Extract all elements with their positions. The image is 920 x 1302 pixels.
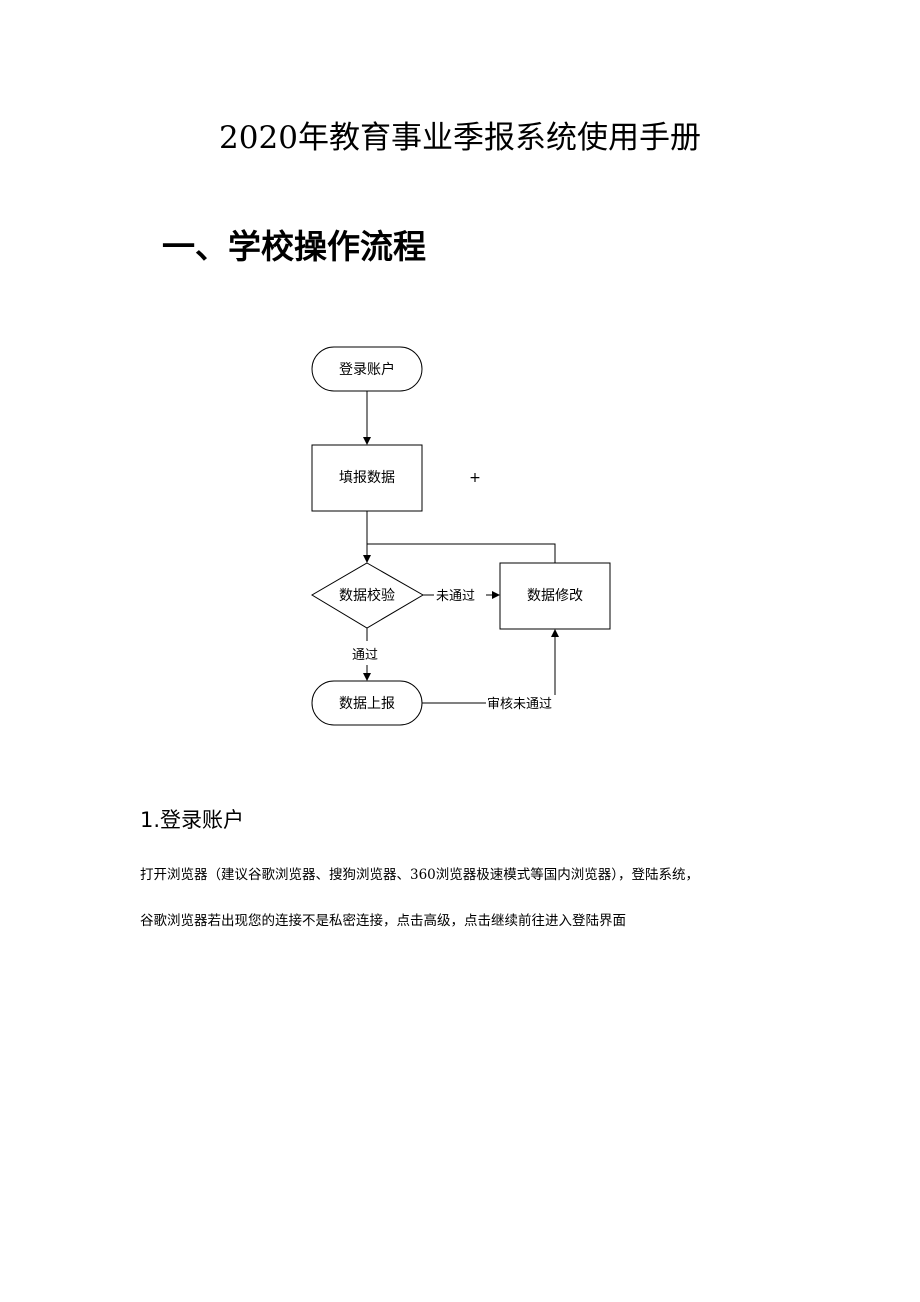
paragraph-1: 打开浏览器（建议谷歌浏览器、搜狗浏览器、360浏览器极速模式等国内浏览器），登陆… [140,867,700,883]
node-login: 登录账户 [339,361,395,378]
plus-marker: + [469,470,481,486]
edge-label-not-passed: 未通过 [436,589,475,604]
node-validate: 数据校验 [339,587,395,604]
document-title: 2020年教育事业季报系统使用手册 [219,120,701,156]
flowchart: 登录账户 填报数据 数据校验 数据修改 数据上报 未通过 通过 审核未通过 + [300,335,630,740]
subsection-title: 1.登录账户 [140,808,245,832]
section-title: 一、学校操作流程 [162,227,426,266]
node-report: 数据上报 [339,696,395,712]
node-modify: 数据修改 [527,588,583,604]
paragraph-2: 谷歌浏览器若出现您的连接不是私密连接，点击高级，点击继续前往进入登陆界面 [140,913,626,929]
node-fill-shape [311,444,423,512]
edge-label-passed: 通过 [352,648,378,663]
node-fill: 填报数据 [339,470,395,486]
edge-modify-return [367,543,556,563]
edge-label-audit-not-passed: 审核未通过 [487,697,552,712]
flowchart-svg: 登录账户 填报数据 数据校验 数据修改 数据上报 未通过 通过 审核未通过 + [311,346,611,726]
